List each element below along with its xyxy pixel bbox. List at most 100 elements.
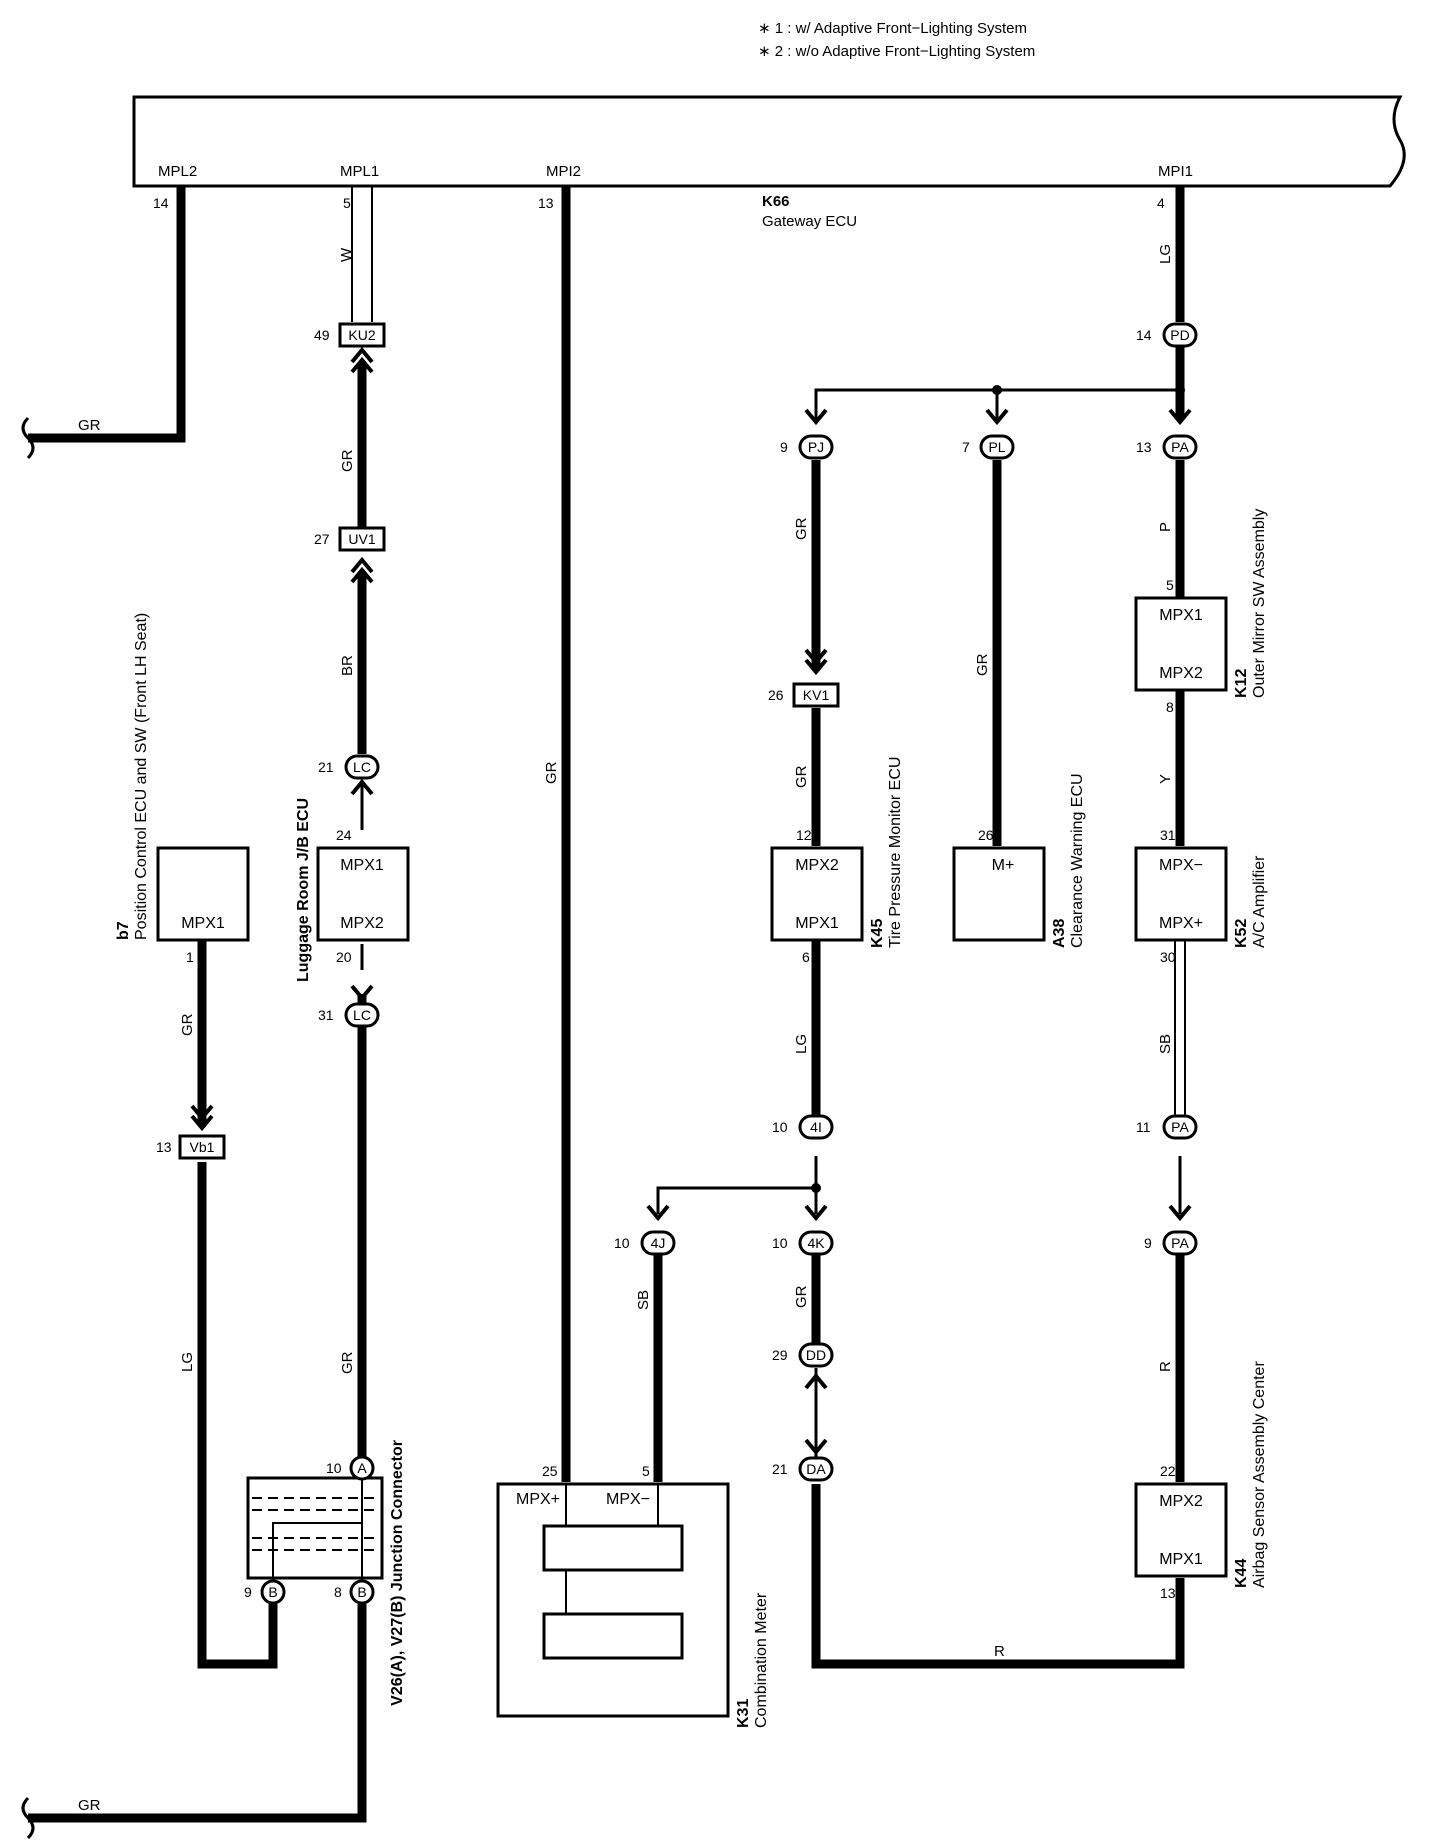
wire-gr-bottom [28, 1604, 367, 1823]
svg-text:B: B [268, 1584, 277, 1600]
svg-text:M+: M+ [992, 857, 1015, 874]
gateway-pin-num-4: 4 [1157, 195, 1165, 211]
svg-text:13: 13 [1160, 1585, 1176, 1601]
component-k45: MPX2 MPX1 12 6 K45 Tire Pressure Monitor… [770, 757, 904, 965]
gateway-pin-num-13: 13 [538, 195, 554, 211]
junction-dot-2 [992, 385, 1002, 395]
svg-text:Outer Mirror SW Assembly: Outer Mirror SW Assembly [1251, 509, 1268, 698]
svg-text:K44: K44 [1233, 1559, 1250, 1588]
wire-gr-mpl2 [28, 186, 186, 443]
svg-text:24: 24 [336, 827, 352, 843]
wc-gr-b7: GR [179, 1013, 196, 1036]
svg-text:MPX1: MPX1 [795, 915, 839, 932]
svg-text:B: B [357, 1584, 366, 1600]
connector-pa3: PA 9 [1144, 1230, 1198, 1256]
svg-text:9: 9 [244, 1584, 252, 1600]
arrow-lc-bot [350, 984, 374, 1002]
svg-text:A: A [357, 1460, 367, 1476]
svg-text:22: 22 [1160, 1463, 1176, 1479]
wc-gr-ku2: GR [339, 449, 356, 472]
wc-y: Y [1157, 774, 1174, 784]
gateway-code: K66 [762, 193, 790, 210]
component-b7: MPX1 1 b7 Position Control ECU and SW (F… [115, 613, 250, 965]
arrow-pa1 [1168, 408, 1192, 426]
svg-text:MPX−: MPX− [1159, 857, 1203, 874]
svg-text:21: 21 [318, 759, 334, 775]
arrow-da [804, 1438, 828, 1456]
svg-text:A38: A38 [1051, 919, 1068, 948]
jc-pin-a [349, 1455, 375, 1481]
gateway-pin-label-mpi1: MPI1 [1158, 163, 1193, 180]
wc-gr-kv1: GR [793, 765, 810, 788]
ku2-pin: 49 [314, 327, 330, 343]
svg-text:K45: K45 [869, 919, 886, 948]
svg-text:9: 9 [1144, 1235, 1152, 1251]
connector-4i: 4I 10 [772, 1114, 834, 1140]
svg-text:5: 5 [1166, 577, 1174, 593]
svg-text:9: 9 [780, 439, 788, 455]
arrow-kv1 [804, 648, 828, 676]
break-top-left [21, 416, 35, 460]
junction-connector: A 10 B 9 B 8 V26(A), V27(B) Junction Con… [244, 1440, 406, 1706]
connector-dd: DD 29 [772, 1342, 834, 1368]
wc-gr-luggage-bottom: GR [339, 1351, 356, 1374]
connector-4k: 4K 10 [772, 1230, 834, 1256]
wire-r-bottom [811, 1484, 1185, 1669]
arrow-lc-top [350, 778, 374, 796]
svg-text:PD: PD [1170, 327, 1189, 343]
svg-text:PA: PA [1171, 439, 1189, 455]
kv1-pin: 26 [768, 687, 784, 703]
svg-text:29: 29 [772, 1347, 788, 1363]
svg-text:MPX2: MPX2 [1159, 665, 1203, 682]
uv1-pin: 27 [314, 531, 330, 547]
arrow-uv1 [350, 556, 374, 584]
component-a38: M+ 26 A38 Clearance Warning ECU [952, 773, 1086, 948]
wc-p: P [1157, 522, 1174, 532]
jc-pin-b1 [260, 1579, 286, 1605]
connector-lc-bot: LC 31 [318, 1002, 380, 1028]
svg-text:26: 26 [978, 827, 994, 843]
connector-pa2: PA 11 [1136, 1114, 1198, 1140]
svg-text:KU2: KU2 [348, 327, 375, 343]
svg-text:30: 30 [1160, 949, 1176, 965]
svg-text:PA: PA [1171, 1235, 1189, 1251]
svg-text:A/C Amplifier: A/C Amplifier [1251, 855, 1268, 948]
wc-w: W [338, 247, 355, 262]
wc-lg-k45: LG [793, 1034, 810, 1054]
wc-br: BR [339, 655, 356, 676]
svg-text:6: 6 [802, 949, 810, 965]
connector-pa1: PA 13 [1136, 434, 1198, 460]
gateway-pin-label-mpl1: MPL1 [340, 163, 379, 180]
svg-text:4I: 4I [810, 1119, 822, 1135]
note-1: ∗ 1 : w/ Adaptive Front−Lighting System [758, 20, 1027, 37]
connector-4j: 4J 10 [614, 1230, 676, 1256]
splice-pj [814, 388, 1180, 420]
arrow-ku2 [350, 346, 374, 374]
svg-text:LC: LC [353, 1007, 371, 1023]
svg-text:20: 20 [336, 949, 352, 965]
wc-sb-k52: SB [1157, 1034, 1174, 1054]
wc-gr-pj: GR [793, 517, 810, 540]
svg-text:MPX−: MPX− [606, 1491, 650, 1508]
gateway-name: Gateway ECU [762, 213, 857, 230]
svg-text:14: 14 [1136, 327, 1152, 343]
gateway-pin-num-5: 5 [343, 195, 351, 211]
svg-text:Vb1: Vb1 [190, 1139, 215, 1155]
svg-text:DA: DA [806, 1461, 826, 1477]
arrow-vb1 [190, 1104, 214, 1132]
svg-text:MPX1: MPX1 [181, 915, 225, 932]
wc-gr-pl: GR [974, 653, 991, 676]
svg-text:13: 13 [1136, 439, 1152, 455]
connector-ku2: KU2 49 [314, 322, 386, 348]
arrow-pa3 [1168, 1204, 1192, 1222]
gateway-pin-label-mpi2: MPI2 [546, 163, 581, 180]
gateway-ecu-box: MPL2 MPL1 MPI2 MPI1 14 5 13 4 K66 Gatewa… [132, 95, 1406, 230]
connector-kv1: KV1 26 [768, 682, 840, 708]
svg-text:Combination Meter: Combination Meter [753, 1592, 770, 1728]
svg-text:MPX1: MPX1 [1159, 607, 1203, 624]
wc-lg-vb1: LG [179, 1352, 196, 1372]
note-2: ∗ 2 : w/o Adaptive Front−Lighting System [758, 43, 1035, 60]
wc-r-k44: R [1157, 1361, 1174, 1372]
svg-text:25: 25 [542, 1463, 558, 1479]
